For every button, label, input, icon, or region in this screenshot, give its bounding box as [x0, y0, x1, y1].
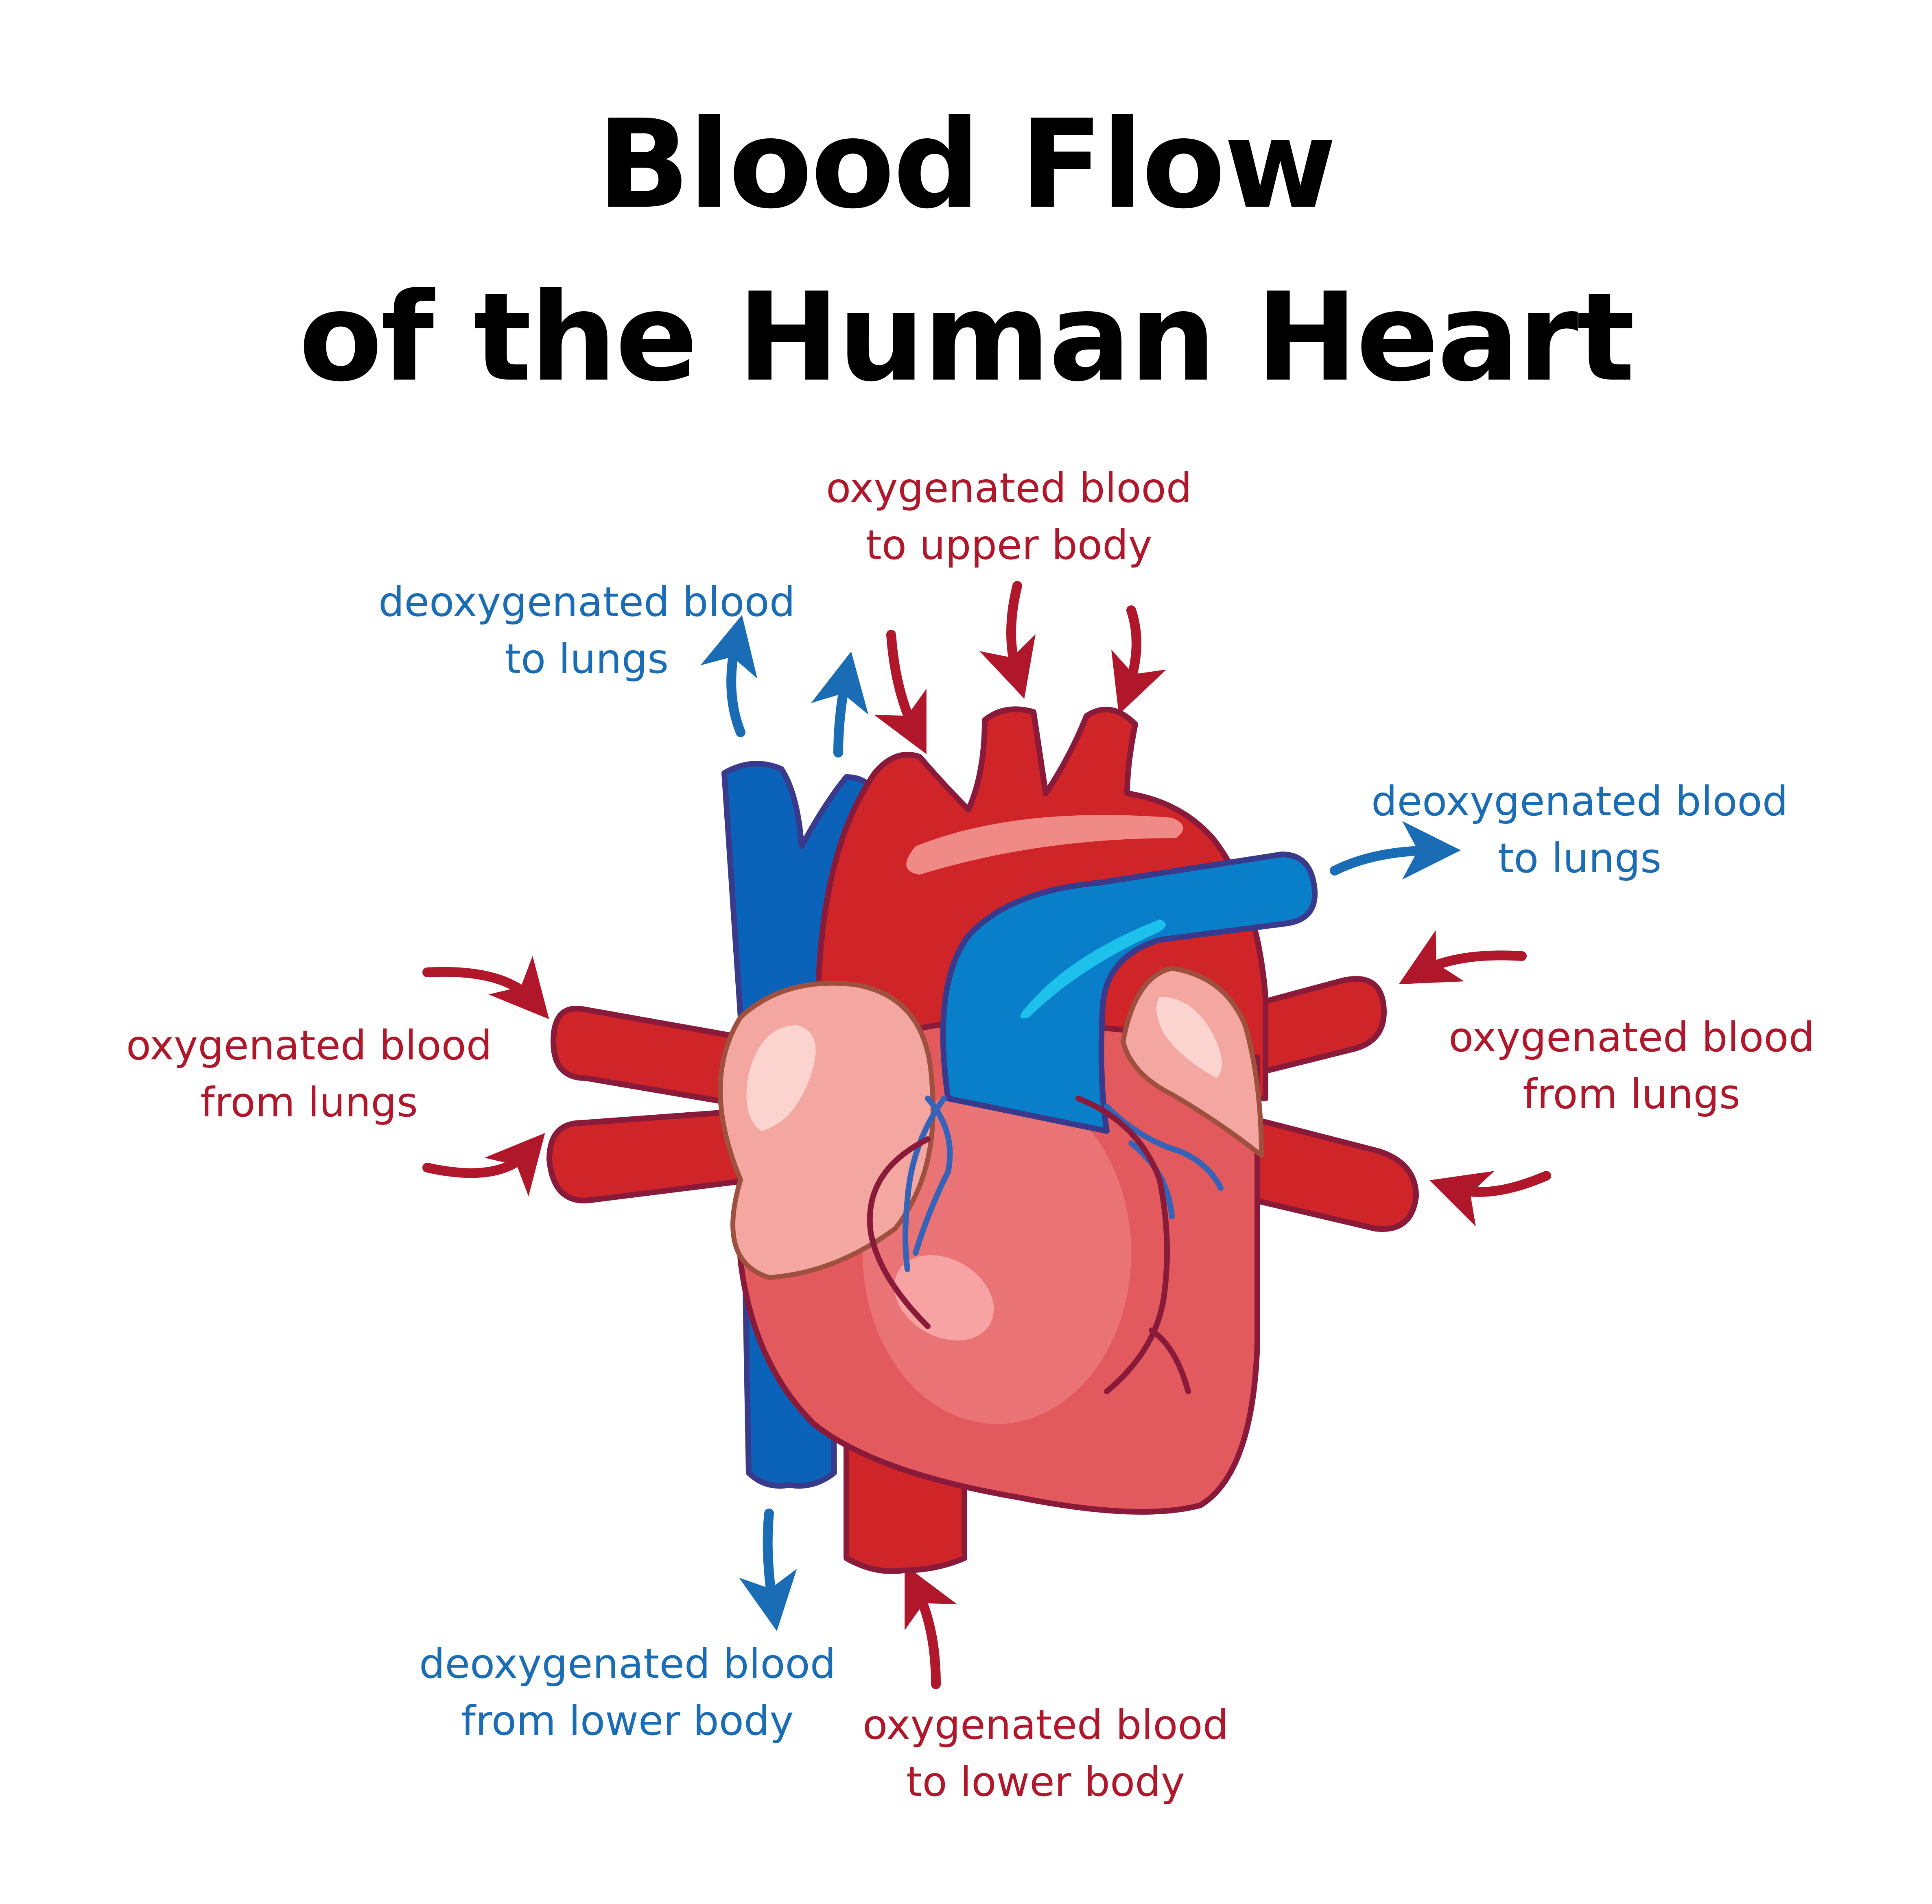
arrow-from-lungs-left-bottom: [422, 1133, 545, 1197]
pulmonary-vein-left-top: [551, 1006, 768, 1109]
arrow-deoxy-to-lungs-1: [700, 615, 758, 737]
arrow-from-lungs-right-bottom: [1429, 1171, 1551, 1227]
coronary-artery-2: [1075, 1096, 1170, 1394]
pulmonary-artery: [940, 852, 1318, 1134]
pulmonary-artery-highlight: [1020, 919, 1166, 1019]
right-atrium-highlight: [746, 1025, 816, 1131]
title-line-1: Blood Flow: [597, 94, 1337, 236]
arrow-deoxy-to-lungs-right: [1330, 821, 1461, 880]
left-atrium-highlight: [1156, 997, 1222, 1078]
arrow-to-upper-body-right: [1111, 605, 1167, 715]
coronary-artery-3: [1149, 1328, 1191, 1394]
coronary-vein-1: [913, 1096, 953, 1256]
arrow-to-upper-body-left: [874, 630, 927, 754]
coronary-artery-1: [867, 1136, 931, 1329]
arrow-to-upper-body-mid: [979, 581, 1036, 699]
coronary-vein-2: [903, 1096, 947, 1272]
arrow-to-lower-body: [905, 1565, 957, 1689]
pulmonary-vein-right-bottom: [1234, 1112, 1419, 1232]
pulmonary-vein-left-bottom: [546, 1108, 756, 1203]
arrow-from-lower-body: [739, 1509, 797, 1631]
pulmonary-vein-right-top: [1234, 976, 1387, 1081]
arrow-from-lungs-right-top: [1399, 930, 1527, 985]
coronary-vein-3: [1104, 1104, 1224, 1191]
arrow-from-lungs-left-top: [422, 956, 549, 1020]
heart-sheen: [863, 1082, 1131, 1424]
aortic-arch-highlight: [906, 815, 1183, 875]
arrow-deoxy-to-lungs-2: [811, 651, 869, 758]
title-line-2: of the Human Heart: [298, 266, 1635, 408]
